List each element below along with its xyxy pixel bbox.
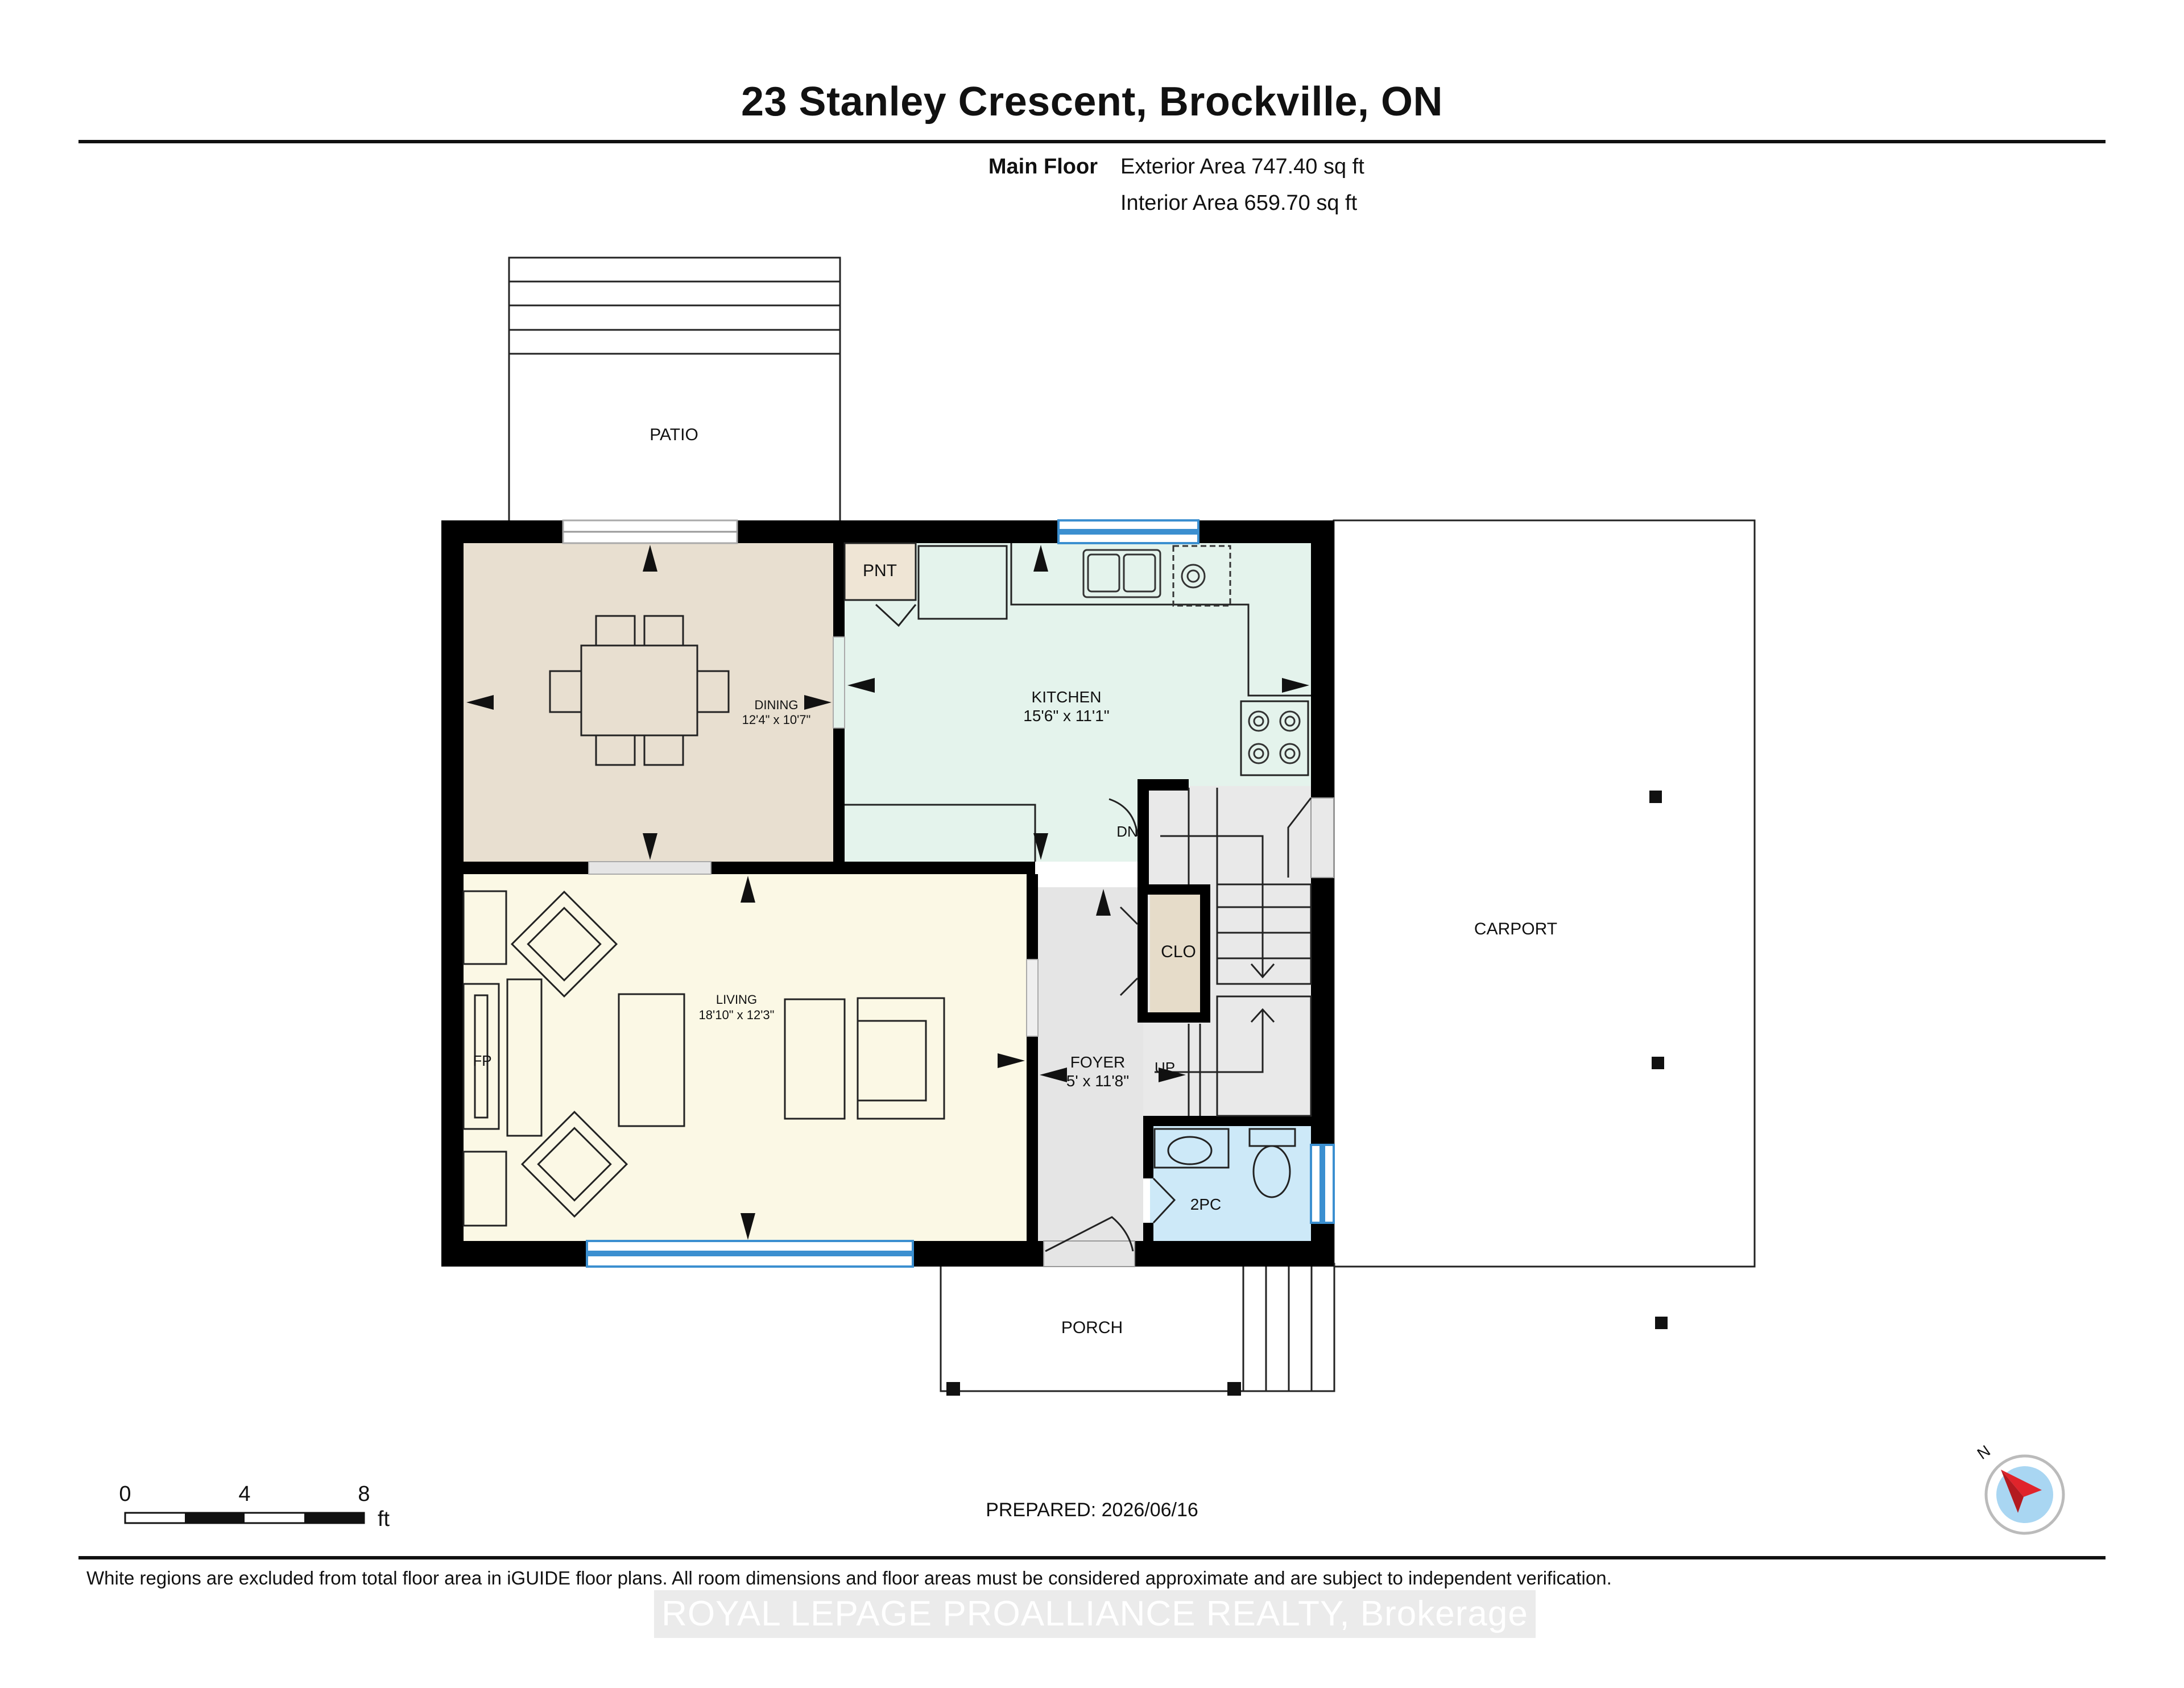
living-furniture — [462, 890, 945, 1227]
footer-divider — [78, 1556, 2106, 1559]
fireplace-label: FP — [473, 1052, 492, 1069]
closet-label: CLO — [1161, 942, 1196, 961]
bath-fixtures — [1153, 1128, 1296, 1198]
living-dimensions: 18'10" x 12'3" — [698, 1008, 775, 1022]
brokerage-watermark: ROYAL LEPAGE PROALLIANCE REALTY, Brokera… — [654, 1590, 1536, 1638]
bath-label: 2PC — [1190, 1195, 1222, 1213]
scale-tick-label: 0 — [119, 1482, 131, 1506]
floor-name: Main Floor — [988, 155, 1098, 179]
foyer-dimensions: 5' x 11'8" — [1066, 1072, 1130, 1090]
stove — [1248, 710, 1301, 764]
carport — [1333, 519, 1756, 1329]
dining-table — [549, 615, 730, 766]
exterior-walls — [441, 520, 1334, 1267]
living-label: LIVING — [715, 992, 758, 1007]
carport-post — [1655, 1317, 1668, 1329]
compass-icon — [1984, 1454, 2065, 1535]
kitchen-counters — [843, 542, 1311, 862]
prepared-date: PREPARED: 2026/06/16 — [986, 1499, 1198, 1521]
closet-fill — [1150, 894, 1207, 1013]
living-room-fill — [464, 874, 1027, 1241]
stairs-down-label: DN — [1116, 823, 1138, 840]
carport-post — [1652, 1057, 1664, 1069]
patio-label: PATIO — [650, 425, 698, 444]
header-divider — [78, 140, 2106, 143]
scale-bar[interactable] — [124, 1512, 365, 1524]
windows — [562, 519, 1335, 1268]
foyer-fill — [1038, 887, 1143, 1241]
scale-tick-label: 4 — [238, 1482, 251, 1506]
kitchen-sink — [1082, 545, 1231, 607]
dining-dimensions: 12'4" x 10'7" — [742, 713, 811, 727]
carport-label: CARPORT — [1474, 920, 1558, 938]
scale-unit: ft — [378, 1507, 390, 1531]
stairs-up-label: UP — [1154, 1059, 1176, 1076]
dining-label: DINING — [754, 698, 799, 712]
door-swings — [875, 603, 1312, 1252]
scale-tick-label: 8 — [358, 1482, 370, 1506]
patio — [508, 256, 841, 523]
kitchen-label: KITCHEN — [1031, 688, 1102, 706]
dimension-arrows — [466, 545, 1309, 1240]
porch-label: PORCH — [1061, 1318, 1123, 1337]
pantry-fill — [845, 543, 916, 600]
property-title: 23 Stanley Crescent, Brockville, ON — [741, 79, 1443, 125]
porch — [940, 1263, 1335, 1396]
exterior-area: Exterior Area 747.40 sq ft — [1120, 155, 1364, 179]
pantry-label: PNT — [863, 561, 897, 580]
interior-walls — [464, 543, 1314, 1246]
disclaimer-text: White regions are excluded from total fl… — [86, 1567, 1612, 1588]
stairs — [1155, 788, 1312, 1117]
kitchen-dimensions: 15'6" x 11'1" — [1023, 707, 1110, 725]
bath-fill — [1150, 1125, 1311, 1241]
foyer-label: FOYER — [1070, 1053, 1126, 1071]
carport-post — [1649, 791, 1662, 803]
interior-area: Interior Area 659.70 sq ft — [1120, 191, 1358, 215]
